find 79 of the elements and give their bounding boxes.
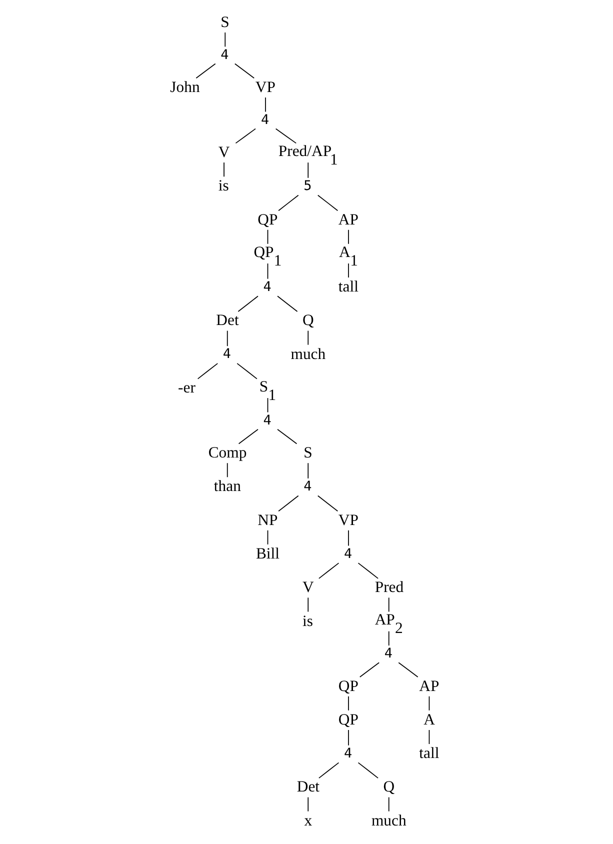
node-text: than	[213, 478, 240, 496]
node-text: Q	[382, 778, 394, 796]
node-text: QP	[338, 711, 358, 728]
connector	[276, 296, 298, 312]
node-text: 4	[220, 48, 228, 63]
connector	[357, 762, 378, 778]
connector	[307, 330, 308, 346]
node-text: 4	[222, 347, 230, 362]
connector	[307, 462, 308, 479]
connector	[316, 194, 338, 212]
node-text: John	[170, 78, 200, 96]
node-text: Bill	[255, 545, 280, 562]
node-text: Q	[302, 312, 314, 330]
connector	[264, 97, 266, 112]
node-text: x	[304, 812, 312, 830]
node-text: 4	[344, 746, 352, 762]
node-text: A	[423, 711, 434, 728]
node-text: 5	[303, 178, 312, 194]
connector	[428, 730, 430, 744]
node-text: 4	[262, 280, 271, 295]
node-text: 4	[303, 480, 312, 495]
node-text: NP	[257, 512, 278, 529]
connector	[278, 194, 298, 212]
node-text: 4	[262, 413, 271, 428]
node-text: AP	[418, 678, 439, 695]
node-text: Pred	[374, 579, 404, 596]
connector	[195, 63, 216, 79]
node-text: is	[302, 612, 312, 630]
node-text: V	[218, 144, 230, 162]
connector	[307, 597, 308, 612]
node-text: is	[218, 178, 228, 195]
connector	[266, 229, 268, 244]
node-text: tall	[418, 745, 439, 762]
connector	[237, 296, 258, 312]
node-text: QP	[338, 678, 358, 695]
connector	[226, 462, 228, 478]
node-text: VP	[338, 512, 358, 529]
connector	[276, 428, 297, 444]
node-text: tall	[338, 278, 358, 296]
connector	[224, 32, 226, 48]
connector	[238, 428, 258, 444]
node-text: VP	[254, 78, 275, 96]
node-text: 4	[260, 112, 269, 128]
connector	[357, 562, 378, 579]
connector	[307, 162, 308, 178]
node-text: Det	[216, 312, 238, 330]
node-text: Comp	[208, 444, 246, 462]
connector	[358, 662, 380, 678]
connector	[388, 796, 389, 812]
connector	[234, 128, 256, 144]
connector	[318, 762, 339, 778]
connector	[318, 562, 339, 579]
node-text: much	[370, 812, 406, 830]
connector	[196, 363, 218, 380]
connector	[388, 597, 389, 612]
node-text: Det	[296, 778, 320, 796]
node-text: QP	[257, 211, 278, 228]
connector	[266, 263, 268, 280]
connector	[223, 162, 224, 178]
connector	[236, 363, 257, 380]
connector	[234, 63, 254, 79]
node-text: V	[302, 579, 314, 596]
node-text: much	[290, 346, 326, 363]
connector	[226, 330, 228, 347]
connector	[266, 530, 268, 545]
connector	[274, 128, 296, 144]
node-text: -er	[178, 380, 195, 397]
connector	[398, 662, 418, 678]
node-text: S	[220, 14, 229, 31]
connector	[278, 495, 298, 512]
node-text: 4	[384, 646, 392, 662]
node-text: AP	[338, 211, 358, 228]
connector	[266, 398, 268, 413]
node-text: S	[303, 444, 312, 462]
connector	[388, 630, 389, 646]
node-text: 4	[344, 546, 352, 562]
connector	[316, 495, 338, 512]
connector	[428, 696, 430, 711]
connector	[307, 796, 308, 812]
